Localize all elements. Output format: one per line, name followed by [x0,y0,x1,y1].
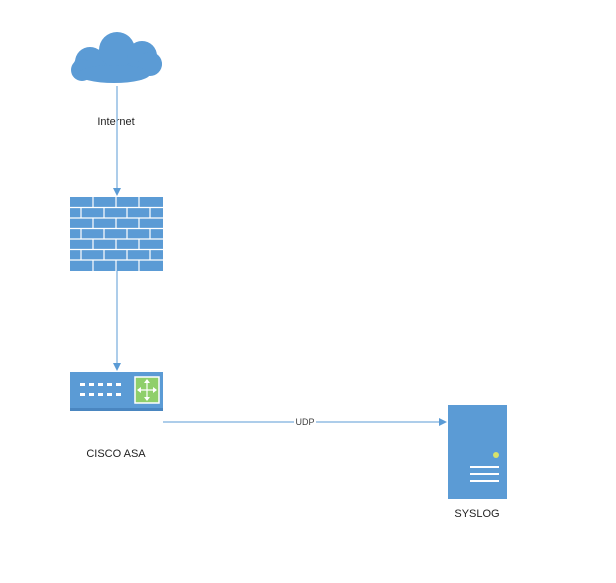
firewall-node [70,197,163,271]
switch-icon [70,372,163,411]
port-icons [80,383,121,396]
edge-label-udp: UDP [295,417,314,427]
internet-label: Internet [97,116,134,128]
firewall-icon [70,197,163,271]
syslog-label: SYSLOG [454,508,499,520]
edge-asa-to-syslog: UDP [163,416,447,427]
server-icon [448,405,507,499]
cloud-icon [71,32,162,83]
routing-badge-icon [134,376,160,404]
syslog-node: SYSLOG [448,405,507,520]
internet-node: Internet [71,32,162,128]
asa-label: CISCO ASA [86,448,146,460]
asa-node: CISCO ASA [70,372,163,460]
